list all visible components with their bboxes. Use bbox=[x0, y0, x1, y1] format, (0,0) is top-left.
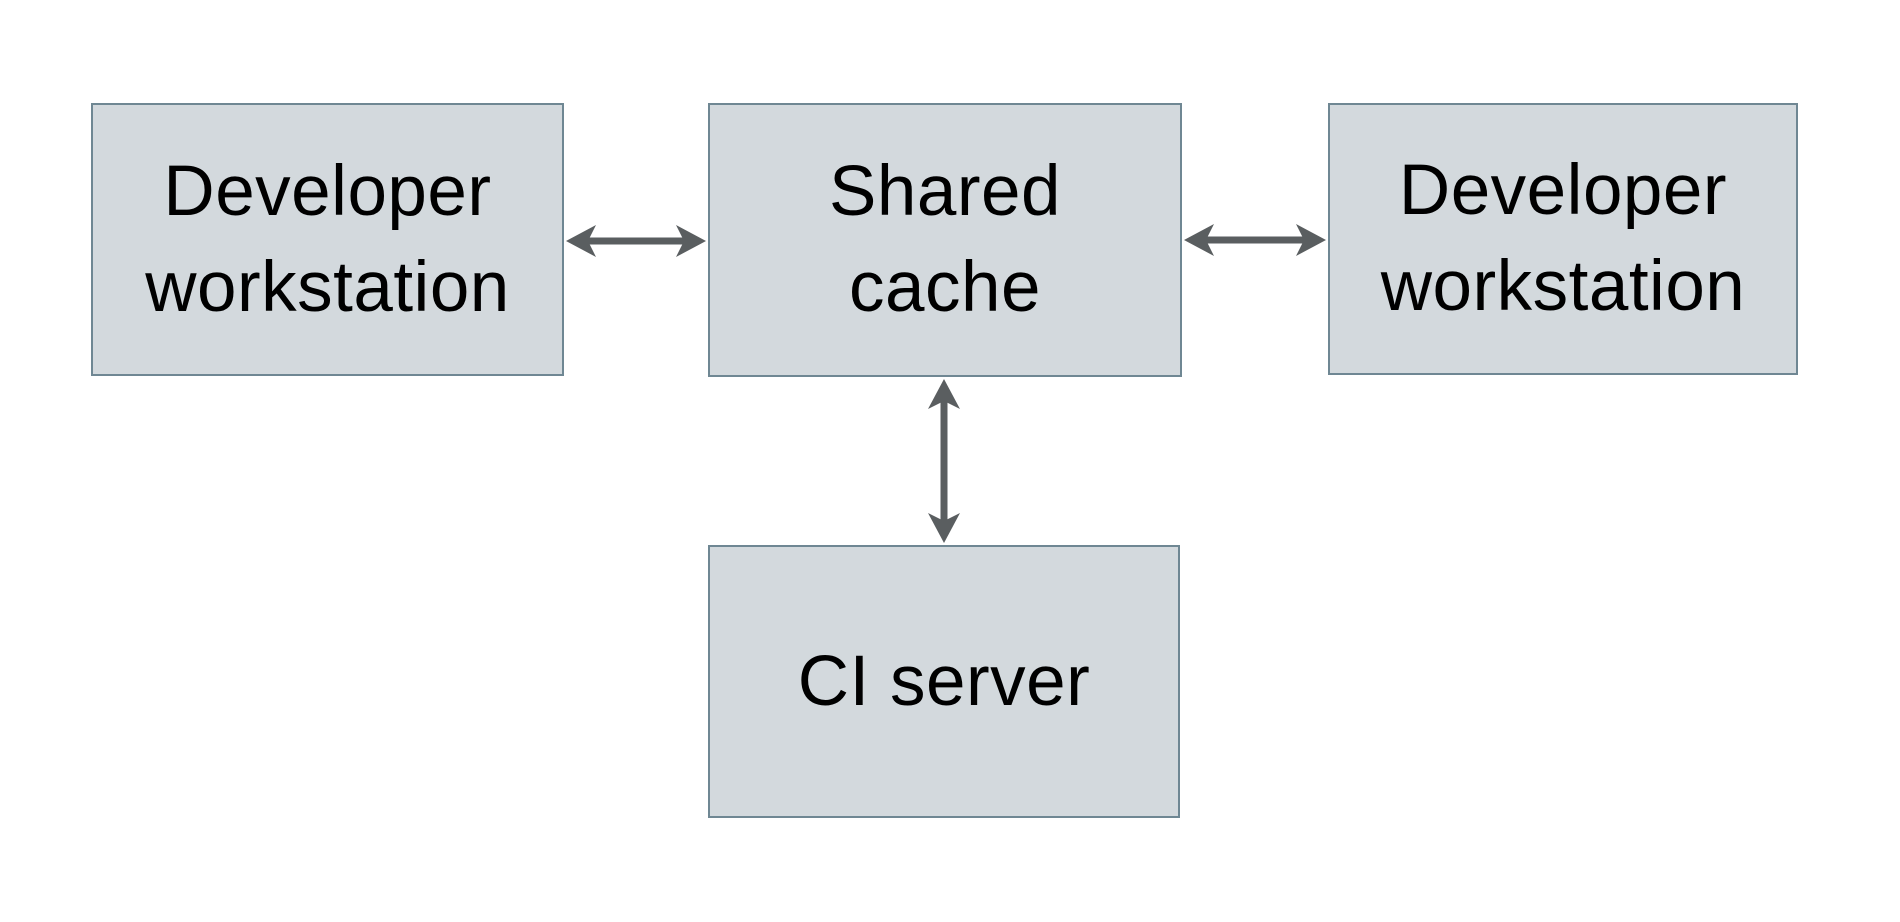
node-label: Developer workstation bbox=[1380, 151, 1746, 326]
arrowhead-left-icon bbox=[1184, 224, 1214, 256]
arrowhead-right-icon bbox=[1296, 224, 1326, 256]
node-label: CI server bbox=[797, 641, 1091, 721]
arrowhead-right-icon bbox=[676, 225, 706, 257]
arrowhead-down-icon bbox=[928, 513, 960, 543]
node-shared-cache: Shared cache bbox=[708, 103, 1182, 377]
node-label: Shared cache bbox=[829, 152, 1061, 327]
edge-workstation-left-shared-cache bbox=[566, 225, 706, 257]
edge-shared-cache-workstation-right bbox=[1184, 224, 1326, 256]
arrowhead-left-icon bbox=[566, 225, 596, 257]
node-developer-workstation-right: Developer workstation bbox=[1328, 103, 1798, 375]
node-label: Developer workstation bbox=[145, 151, 510, 327]
edge-shared-cache-ci-server bbox=[928, 379, 960, 543]
node-ci-server: CI server bbox=[708, 545, 1180, 818]
node-developer-workstation-left: Developer workstation bbox=[91, 103, 564, 376]
arrowhead-up-icon bbox=[928, 379, 960, 409]
